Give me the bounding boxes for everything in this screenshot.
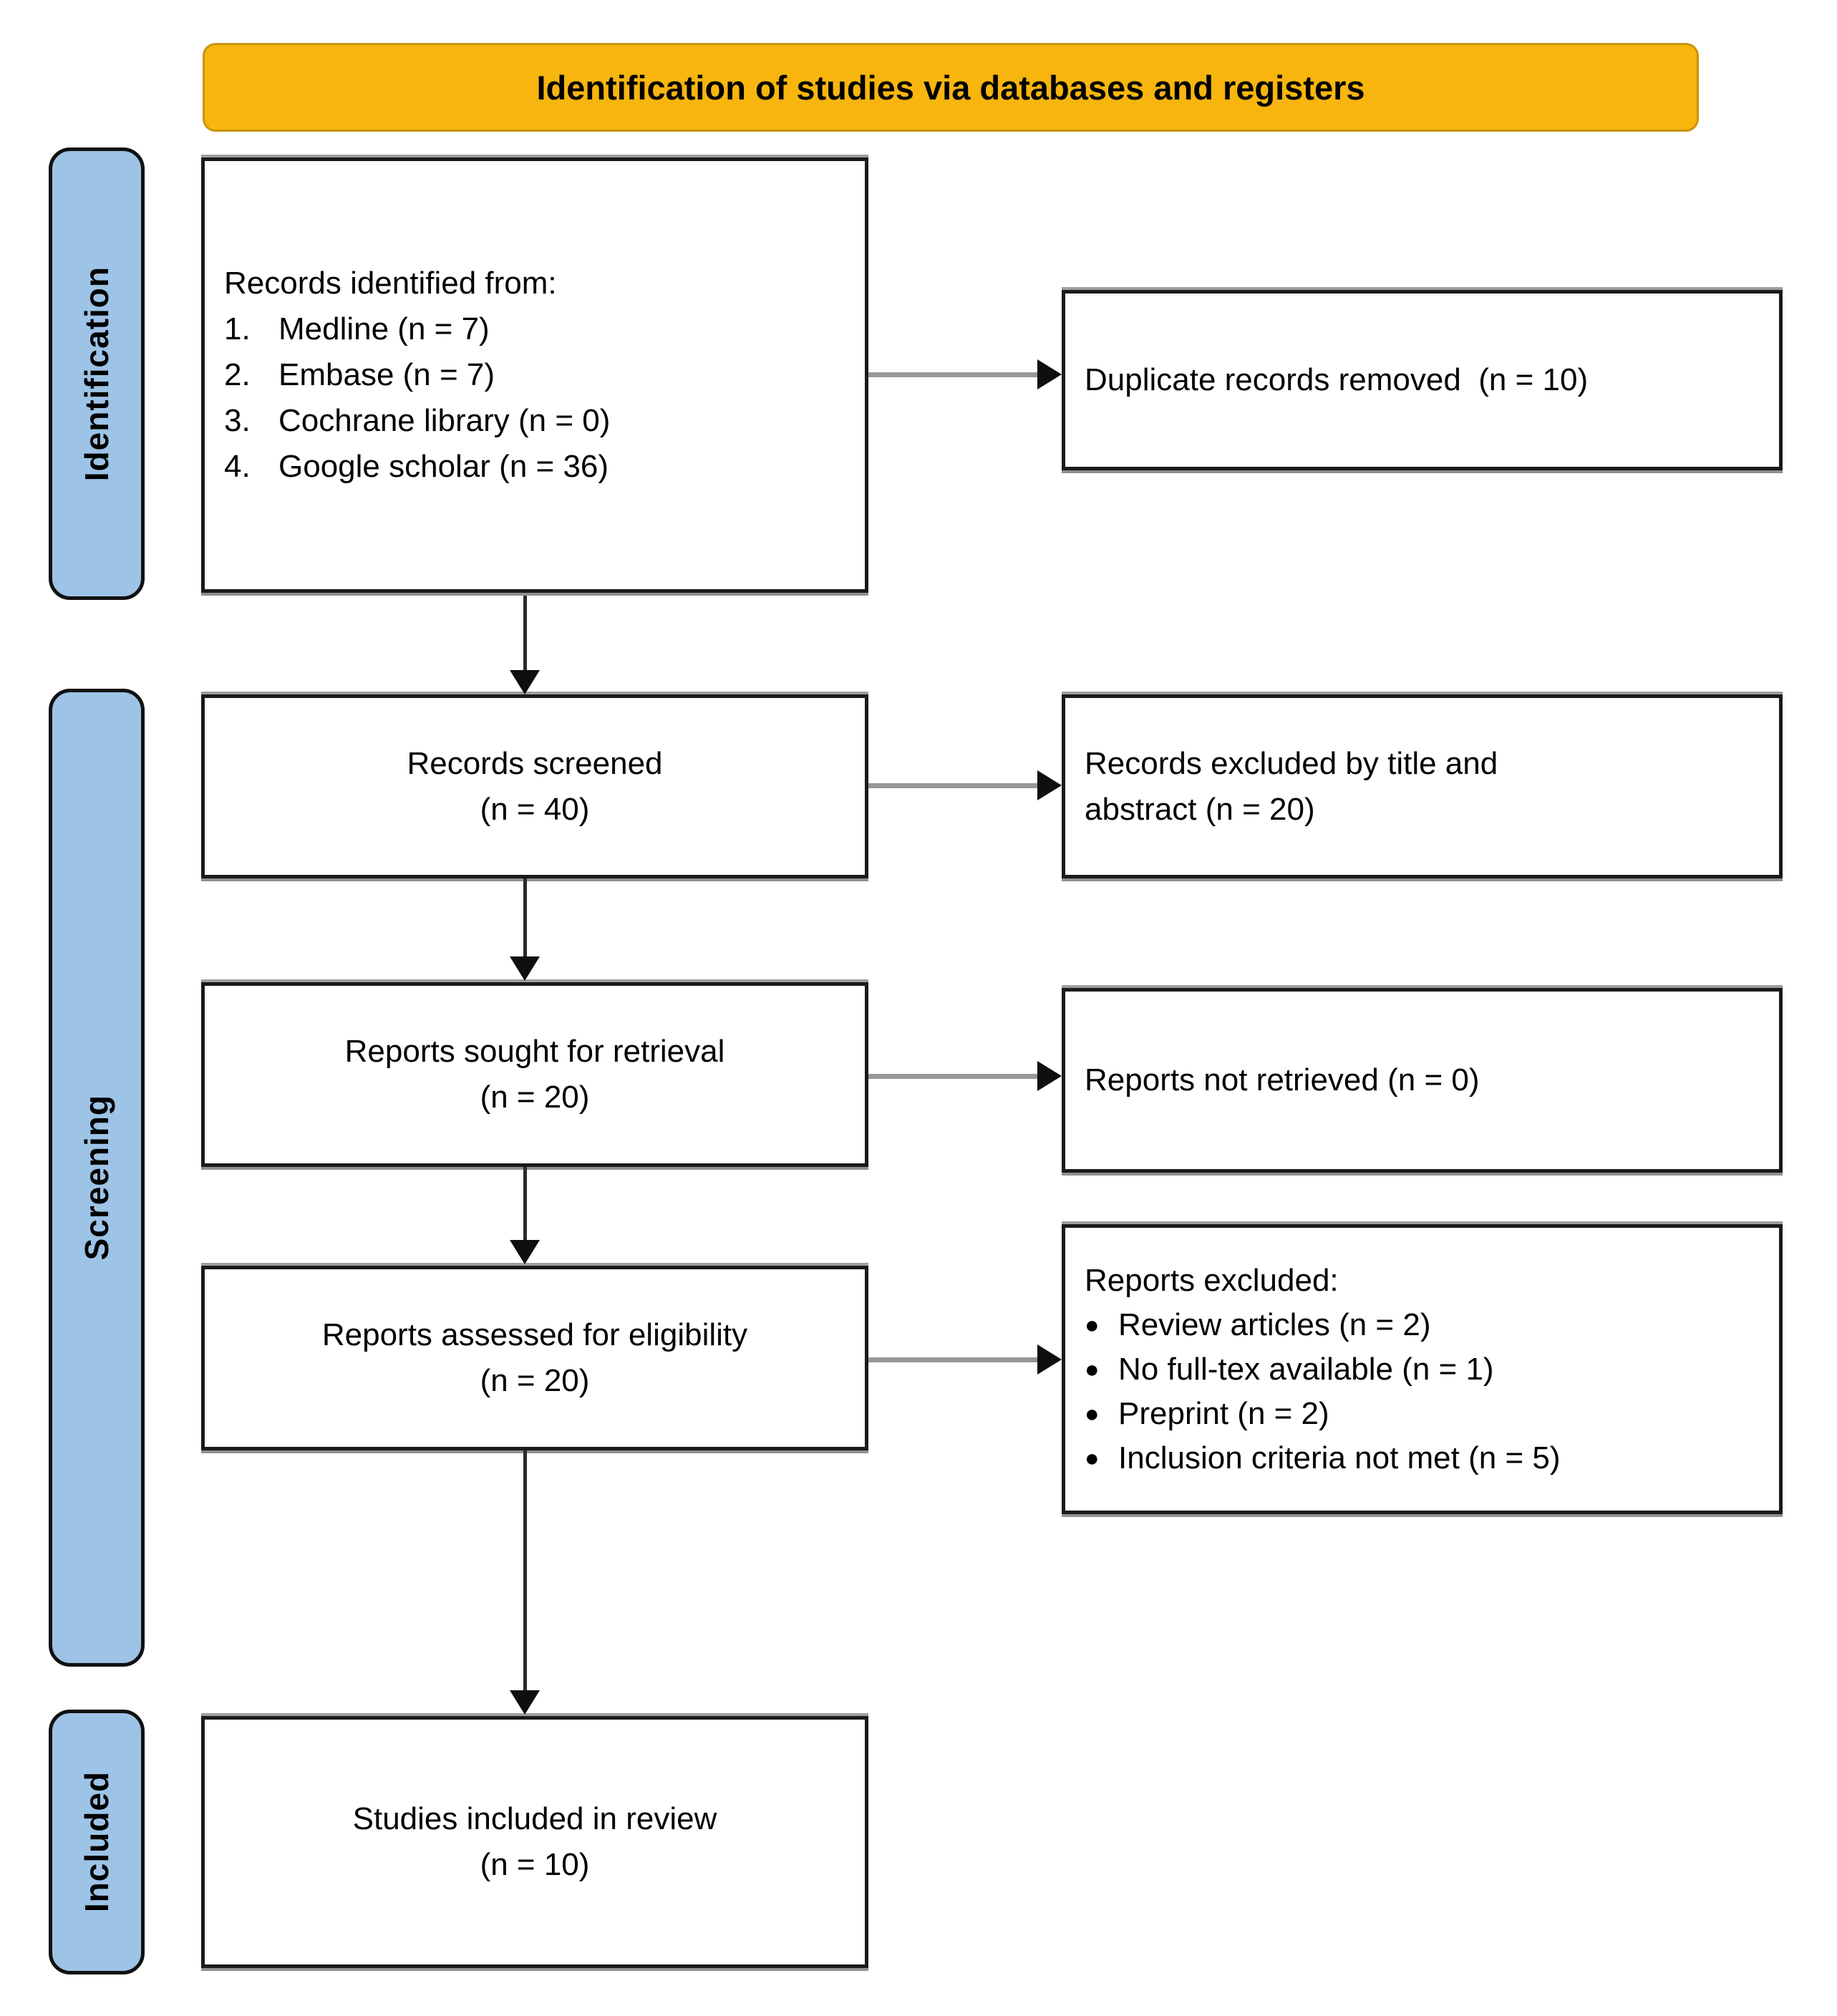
bullet-item: ● Review articles (n = 2) xyxy=(1085,1303,1766,1347)
duplicates-removed-box: Duplicate records removed (n = 10) xyxy=(1062,290,1783,470)
arrow-identified-to-screened-line xyxy=(523,596,527,672)
bullet-icon: ● xyxy=(1085,1355,1100,1383)
records-excluded-title-abstract-box: Records excluded by title and abstract (… xyxy=(1062,694,1783,878)
list-item-number: 2. xyxy=(224,357,251,392)
box-line2: (n = 10) xyxy=(480,1847,590,1882)
list-item: 1. Medline (n = 7) xyxy=(224,306,852,352)
bullet-item: ● No full-tex available (n = 1) xyxy=(1085,1347,1766,1392)
box-text: Duplicate records removed (n = 10) xyxy=(1085,362,1589,397)
box-line1: Records screened xyxy=(407,745,663,781)
records-identified-box: Records identified from: 1. Medline (n =… xyxy=(201,158,868,593)
stage-label-text: Screening xyxy=(78,1095,115,1261)
reports-sought-box: Reports sought for retrieval (n = 20) xyxy=(201,982,868,1167)
list-item-label: Medline (n = 7) xyxy=(278,311,490,346)
box-text: Records excluded by title and abstract (… xyxy=(1085,745,1498,827)
bullet-item-label: Inclusion criteria not met (n = 5) xyxy=(1118,1440,1561,1475)
arrow-sought-to-notretrieved-line xyxy=(868,1074,1037,1079)
records-identified-intro: Records identified from: xyxy=(224,266,557,301)
arrow-identified-to-duplicates-head xyxy=(1037,359,1062,389)
arrow-sought-to-assessed-line xyxy=(523,1167,527,1241)
stage-label-screening: Screening xyxy=(49,689,145,1667)
arrow-assessed-to-included-head xyxy=(510,1690,540,1715)
bullet-item-label: Preprint (n = 2) xyxy=(1118,1395,1329,1431)
bullet-icon: ● xyxy=(1085,1400,1100,1428)
diagram-title: Identification of studies via databases … xyxy=(536,68,1365,107)
arrow-identified-to-screened-head xyxy=(510,670,540,694)
arrow-screened-to-excluded-head xyxy=(1037,770,1062,800)
arrow-screened-to-sought-line xyxy=(523,878,527,957)
arrow-sought-to-notretrieved-head xyxy=(1037,1061,1062,1091)
bullet-item: ● Inclusion criteria not met (n = 5) xyxy=(1085,1436,1766,1480)
list-item-label: Embase (n = 7) xyxy=(278,357,495,392)
arrow-screened-to-sought-head xyxy=(510,956,540,981)
arrow-assessed-to-excluded-line xyxy=(868,1357,1037,1362)
arrow-screened-to-excluded-line xyxy=(868,783,1037,788)
list-item-number: 4. xyxy=(224,449,251,484)
list-item-label: Google scholar (n = 36) xyxy=(278,449,609,484)
box-text: Reports not retrieved (n = 0) xyxy=(1085,1062,1480,1097)
list-item: 2. Embase (n = 7) xyxy=(224,352,852,398)
reports-excluded-box: Reports excluded: ● Review articles (n =… xyxy=(1062,1224,1783,1514)
studies-included-box: Studies included in review (n = 10) xyxy=(201,1716,868,1968)
list-item: 3. Cochrane library (n = 0) xyxy=(224,398,852,444)
bullet-icon: ● xyxy=(1085,1444,1100,1472)
stage-label-included: Included xyxy=(49,1710,145,1974)
reports-excluded-intro: Reports excluded: xyxy=(1085,1262,1339,1298)
stage-label-text: Included xyxy=(78,1771,115,1913)
box-line2: (n = 20) xyxy=(480,1080,590,1115)
list-item-number: 1. xyxy=(224,311,251,346)
box-line2: (n = 40) xyxy=(480,791,590,827)
list-item-number: 3. xyxy=(224,403,251,438)
bullet-item-label: No full-tex available (n = 1) xyxy=(1118,1351,1494,1387)
box-line2: (n = 20) xyxy=(480,1363,590,1398)
reports-assessed-box: Reports assessed for eligibility (n = 20… xyxy=(201,1266,868,1450)
arrow-sought-to-assessed-head xyxy=(510,1240,540,1264)
reports-not-retrieved-box: Reports not retrieved (n = 0) xyxy=(1062,988,1783,1173)
arrow-assessed-to-included-line xyxy=(523,1450,527,1691)
list-item: 4. Google scholar (n = 36) xyxy=(224,444,852,490)
stage-label-text: Identification xyxy=(78,266,115,482)
bullet-item-label: Review articles (n = 2) xyxy=(1118,1307,1431,1342)
stage-label-identification: Identification xyxy=(49,147,145,600)
bullet-item: ● Preprint (n = 2) xyxy=(1085,1392,1766,1436)
bullet-icon: ● xyxy=(1085,1311,1100,1339)
arrow-assessed-to-excluded-head xyxy=(1037,1344,1062,1375)
list-item-label: Cochrane library (n = 0) xyxy=(278,403,611,438)
box-line1: Reports sought for retrieval xyxy=(344,1034,725,1069)
arrow-identified-to-duplicates-line xyxy=(868,372,1037,377)
diagram-title-banner: Identification of studies via databases … xyxy=(203,43,1699,132)
box-line1: Reports assessed for eligibility xyxy=(321,1317,748,1352)
records-screened-box: Records screened (n = 40) xyxy=(201,694,868,878)
box-line1: Studies included in review xyxy=(352,1801,717,1836)
